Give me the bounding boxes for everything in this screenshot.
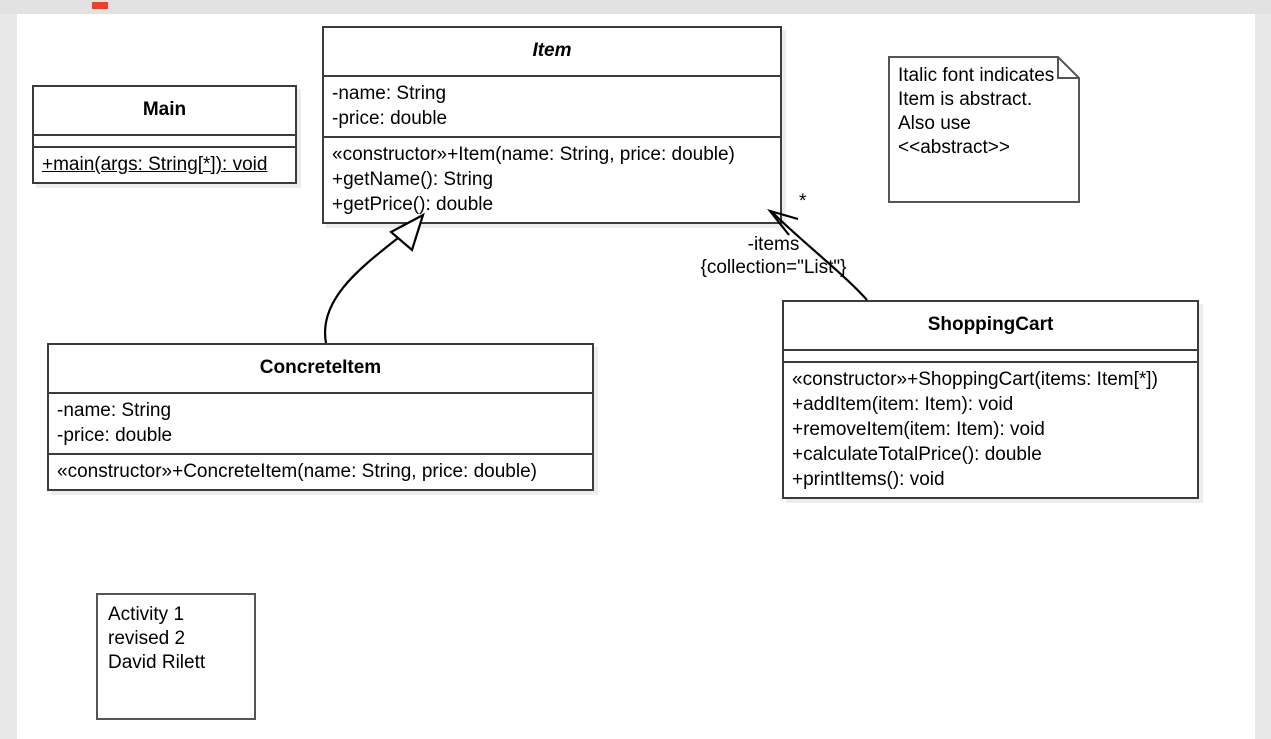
uml-class-main[interactable]: Main +main(args: String[*]): void: [32, 85, 297, 184]
class-concreteitem-operations-compartment: «constructor»+ConcreteItem(name: String,…: [49, 453, 592, 489]
note-abstract-hint[interactable]: Italic font indicates Item is abstract. …: [888, 56, 1080, 203]
class-shoppingcart-operation: «constructor»+ShoppingCart(items: Item[*…: [792, 369, 1158, 390]
class-item-operation: +getPrice(): double: [332, 194, 494, 215]
class-concreteitem-name: ConcreteItem: [259, 357, 382, 378]
class-concreteitem-attribute: -price: double: [57, 425, 173, 446]
uml-class-item[interactable]: Item -name: String -price: double «const…: [322, 26, 782, 224]
uml-class-concreteitem[interactable]: ConcreteItem -name: String -price: doubl…: [47, 343, 594, 491]
class-main-attributes-compartment: [34, 134, 295, 146]
class-item-attribute: -name: String: [332, 83, 447, 104]
class-shoppingcart-name-compartment: ShoppingCart: [784, 302, 1197, 349]
note-folded-corner-icon: [888, 56, 1080, 203]
note-activity-credit-text: Activity 1 revised 2 David Rilett: [108, 604, 206, 673]
class-shoppingcart-operation: +removeItem(item: Item): void: [792, 419, 1045, 440]
class-shoppingcart-attributes-compartment: [784, 349, 1197, 361]
class-shoppingcart-operation: +printItems(): void: [792, 469, 945, 490]
class-item-attribute: -price: double: [332, 108, 448, 129]
page-top-band: [0, 0, 1271, 14]
class-item-attributes-compartment: -name: String -price: double: [324, 75, 780, 136]
uml-class-shoppingcart[interactable]: ShoppingCart «constructor»+ShoppingCart(…: [782, 300, 1199, 499]
class-main-operations-compartment: +main(args: String[*]): void: [34, 146, 295, 182]
red-marker-icon: [92, 2, 108, 9]
note-abstract-hint-text: Italic font indicates Item is abstract. …: [898, 65, 1055, 158]
class-item-operations-compartment: «constructor»+Item(name: String, price: …: [324, 136, 780, 222]
note-activity-credit[interactable]: Activity 1 revised 2 David Rilett: [96, 593, 256, 720]
class-item-operation: «constructor»+Item(name: String, price: …: [332, 144, 735, 165]
class-shoppingcart-operation: +addItem(item: Item): void: [792, 394, 1014, 415]
association-constraint-label: {collection="List"}: [700, 257, 847, 278]
class-main-name-compartment: Main: [34, 87, 295, 134]
class-main-name: Main: [142, 99, 187, 120]
class-shoppingcart-name: ShoppingCart: [927, 314, 1054, 335]
class-main-operation: +main(args: String[*]): void: [42, 154, 268, 175]
class-concreteitem-attributes-compartment: -name: String -price: double: [49, 392, 592, 453]
association-target-multiplicity: *: [799, 191, 807, 212]
class-shoppingcart-operation: +calculateTotalPrice(): double: [792, 444, 1042, 465]
class-concreteitem-attribute: -name: String: [57, 400, 172, 421]
class-shoppingcart-operations-compartment: «constructor»+ShoppingCart(items: Item[*…: [784, 361, 1197, 497]
class-concreteitem-operation: «constructor»+ConcreteItem(name: String,…: [57, 461, 537, 482]
class-concreteitem-name-compartment: ConcreteItem: [49, 345, 592, 392]
association-role-label: -items: [747, 234, 800, 255]
class-item-operation: +getName(): String: [332, 169, 494, 190]
class-item-name-compartment: Item: [324, 28, 780, 75]
class-item-name: Item: [532, 40, 572, 61]
